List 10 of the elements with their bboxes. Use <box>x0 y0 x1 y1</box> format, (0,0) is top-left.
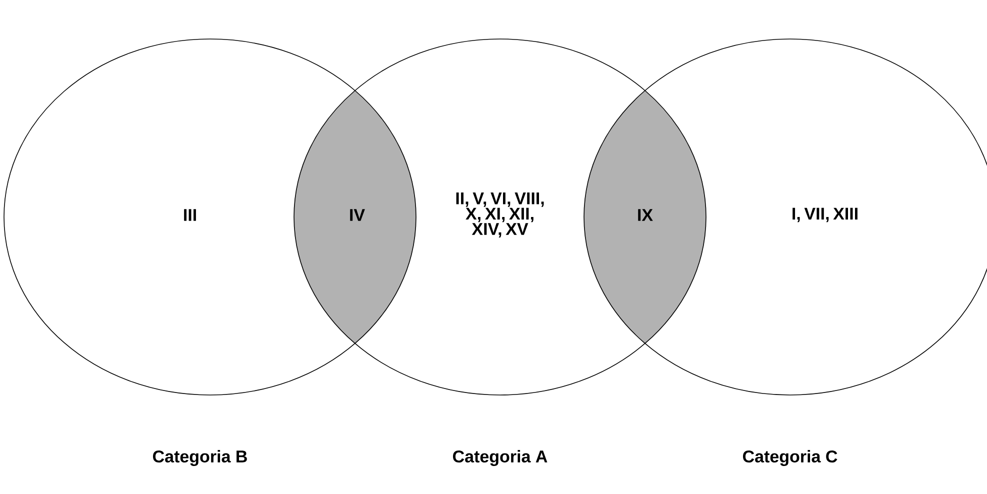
region-label: II, V, VI, VIII, X, XI, XII, XIV, XV <box>456 192 544 238</box>
region-label: III <box>184 209 196 221</box>
category-label: Categoria A <box>453 450 548 466</box>
category-circle <box>294 38 706 396</box>
region-label: I, VII, XIII <box>792 208 858 222</box>
overlap-region: IV <box>294 90 416 344</box>
category-circle <box>4 38 416 396</box>
category-label: Categoria B <box>153 450 247 466</box>
category-label: Categoria C <box>743 450 838 466</box>
overlap-region: IX <box>584 90 706 344</box>
